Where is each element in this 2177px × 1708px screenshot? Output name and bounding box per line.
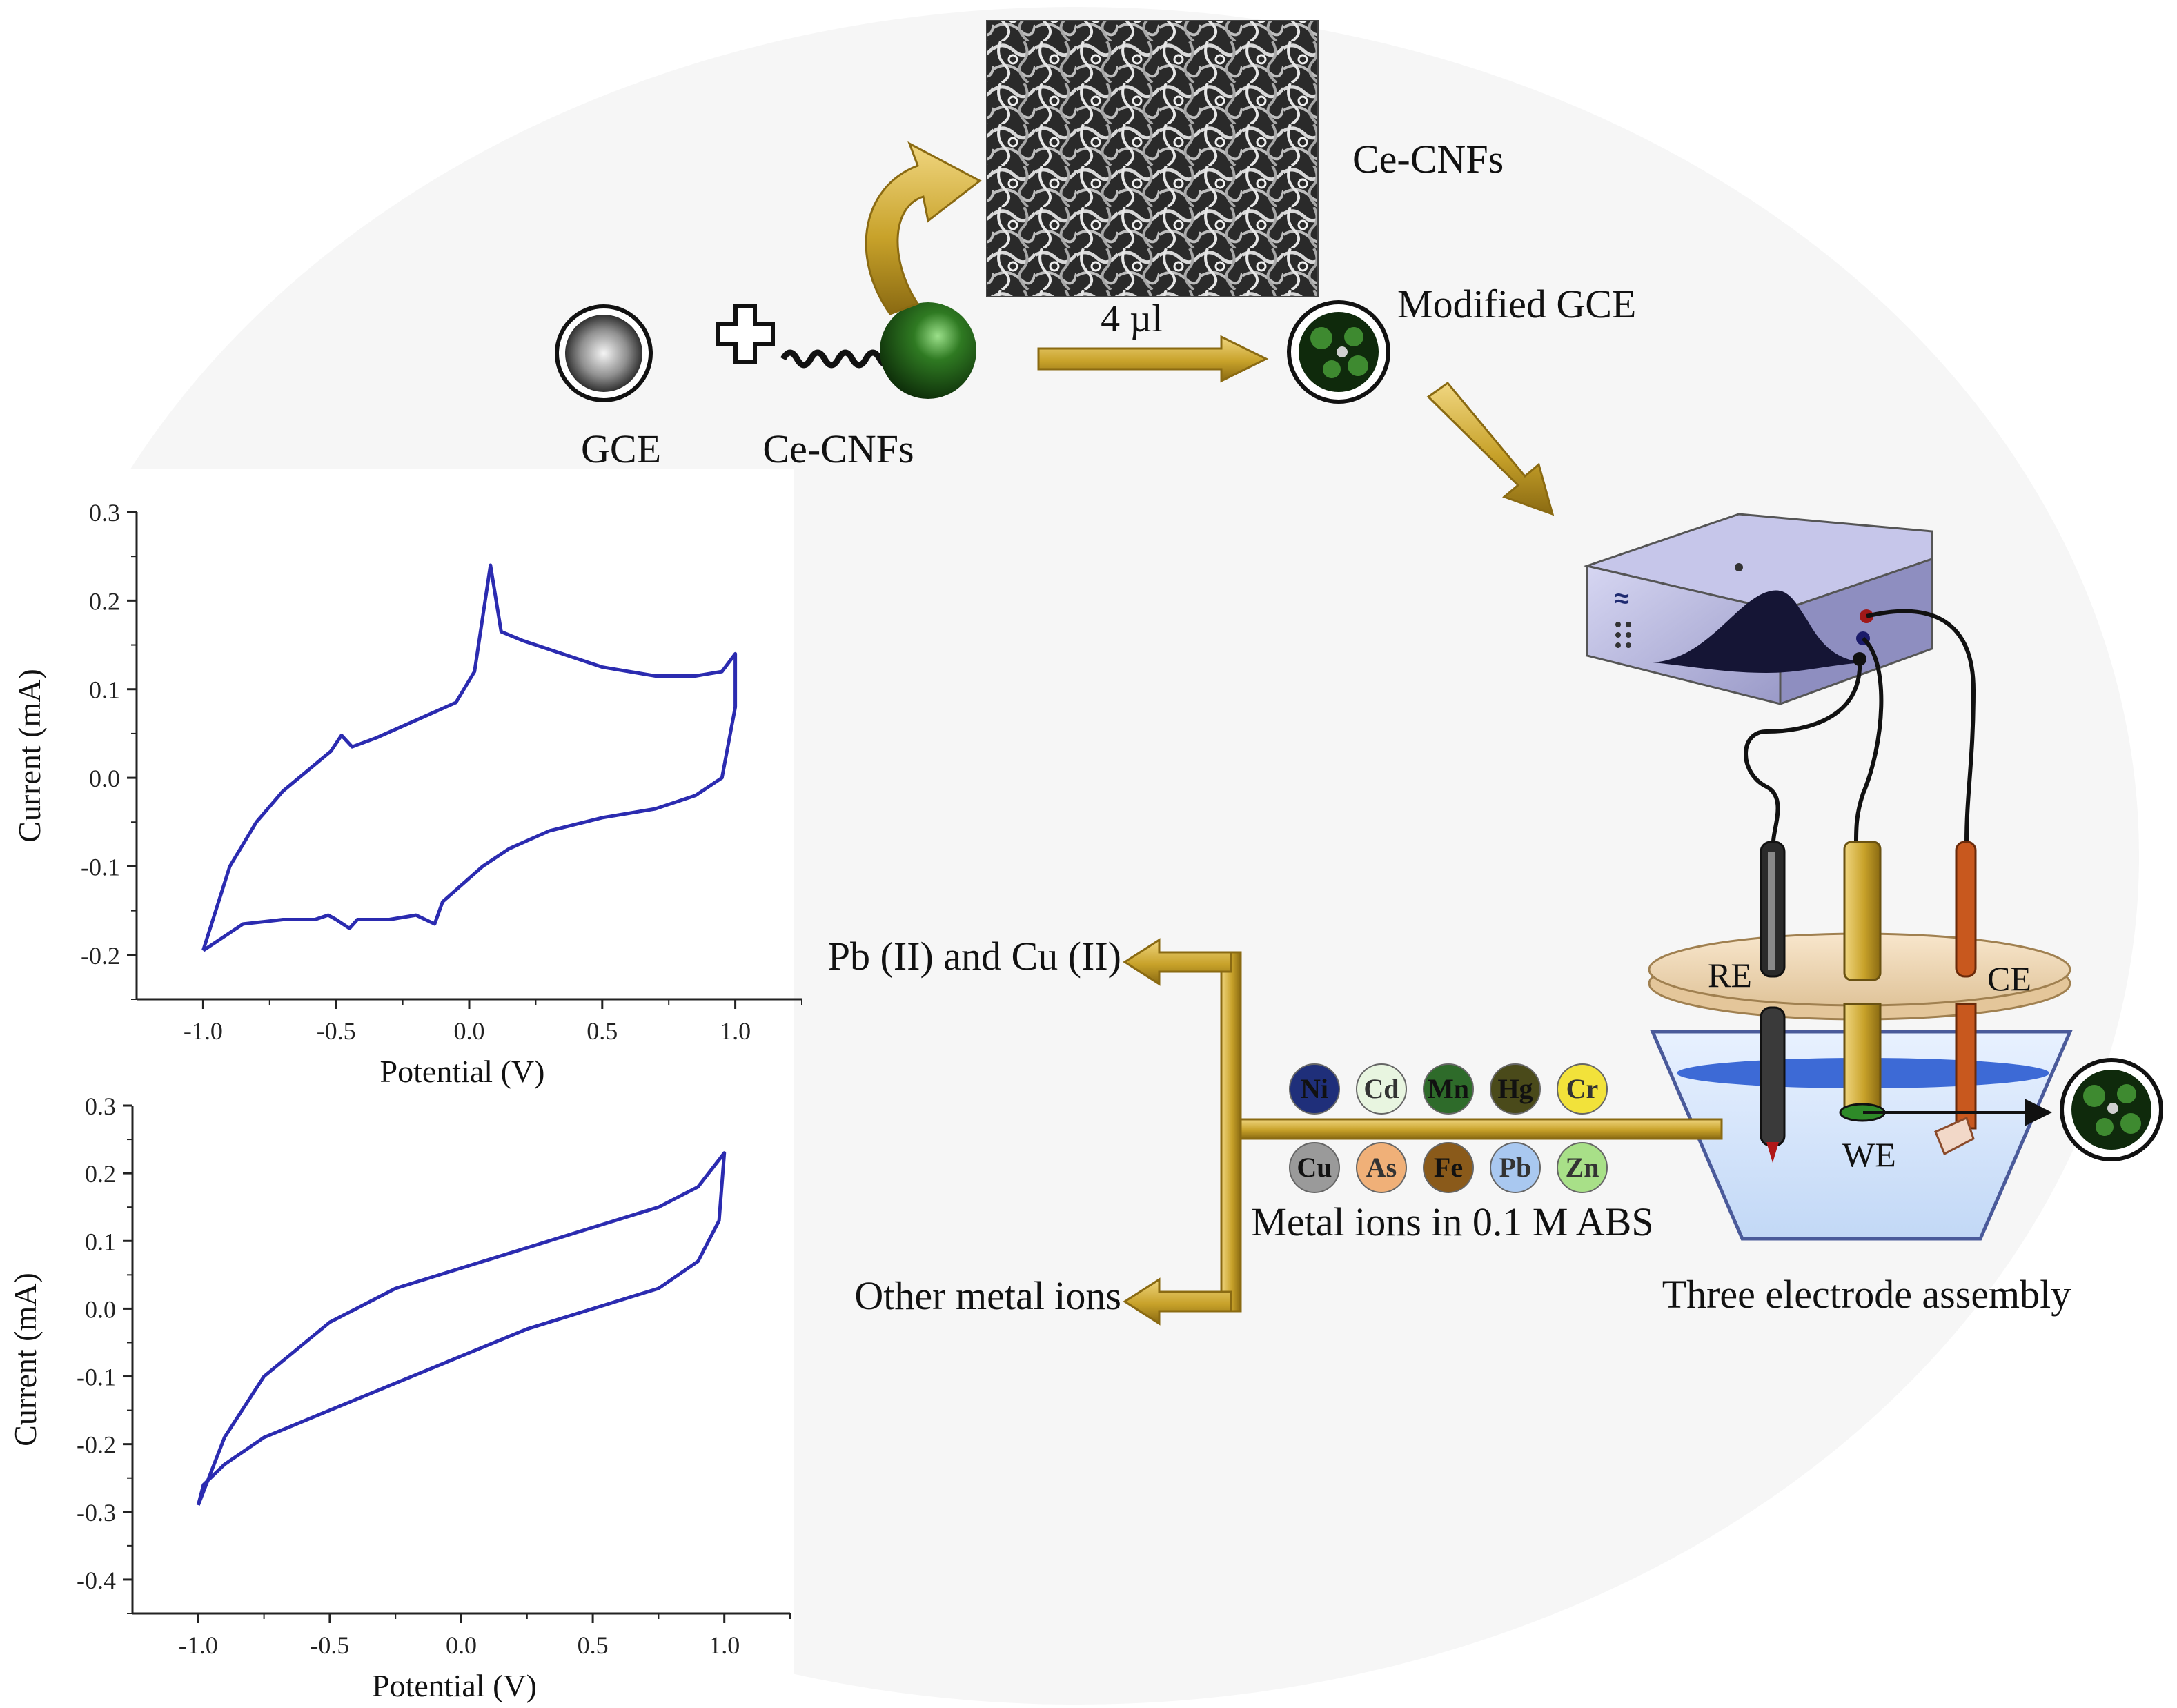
cv-curve [201,563,738,952]
y-tick-label: 0.2 [89,587,120,615]
three-electrode-label: Three electrode assembly [1662,1272,2071,1317]
ion-badge-zn [1557,1142,1608,1193]
x-axis-label: Potential (V) [372,1668,537,1703]
ion-badge-cu [1289,1142,1340,1193]
pb-cu-label: Pb (II) and Cu (II) [828,934,1121,979]
diagonal-arrow-icon [1426,381,1555,516]
y-axis-label: Current (mA) [8,1273,43,1446]
other-ions-label: Other metal ions [854,1273,1121,1318]
ion-symbol-fe: Fe [1434,1152,1463,1183]
curved-arrow-icon [865,141,982,315]
x-tick-label: -1.0 [179,1631,218,1659]
x-tick-label: 0.0 [454,1017,485,1045]
y-tick-label: -0.1 [81,853,120,881]
modified-electrode-zoom [2060,1058,2163,1161]
y-tick-label: -0.3 [77,1499,116,1527]
gce-label: GCE [581,426,661,471]
re-label: RE [1708,956,1752,994]
counter-electrode [1934,841,1977,1156]
ion-symbol-zn: Zn [1566,1152,1599,1183]
cv-chart-modified: 0.3 0.2 0.1 0.0 -0.1 -0.2 -1.0 -0.5 0.0 0.5 1.0Pot… [12,499,802,1089]
y-tick-label: 0.1 [85,1228,116,1255]
modified-gce-label: Modified GCE [1397,282,1636,326]
re-cable [1744,658,1862,843]
volume-label: 4 µl [1101,297,1163,340]
metal-ions-label: Metal ions in 0.1 M ABS [1251,1199,1653,1244]
working-electrode [1839,841,1886,1122]
reference-electrode [1760,841,1786,1163]
x-tick-label: -0.5 [310,1631,349,1659]
y-tick-label: 0.0 [89,765,120,792]
drop-cast-arrow-icon [1037,335,1269,383]
ion-badge-hg [1490,1063,1541,1115]
y-tick-label: 0.1 [89,676,120,704]
ce-cable [1866,609,1976,843]
ion-badge-fe [1423,1142,1474,1193]
ion-badge-pb [1490,1142,1541,1193]
ce-cnfs-sem-label: Ce-CNFs [1352,137,1504,181]
ion-symbol-mn: Mn [1428,1073,1469,1104]
gce-electrode [555,304,653,402]
we-cable [1854,636,1884,843]
ce-cnfs-label: Ce-CNFs [762,426,914,471]
cv-chart-other-ions: 0.3 0.2 0.1 0.0 -0.1 -0.2 -0.3 -0.4 -1.0 -0.5 0.0 0… [8,1092,791,1703]
x-tick-label: 0.5 [578,1631,609,1659]
x-tick-label: 1.0 [709,1631,740,1659]
plus-icon [716,304,775,364]
sem-image [986,20,1319,297]
potentiostat-instrument: ≈ [1583,513,1933,706]
x-tick-label: -1.0 [184,1017,223,1045]
we-label: WE [1842,1135,1896,1174]
ion-symbol-as: As [1366,1152,1397,1183]
y-tick-label: -0.1 [77,1364,116,1391]
y-tick-label: -0.2 [81,942,120,970]
x-tick-label: 1.0 [720,1017,751,1045]
y-tick-label: 0.3 [85,1092,116,1120]
x-tick-label: 0.5 [587,1017,618,1045]
ion-badge-as [1356,1142,1407,1193]
split-arrow [1123,938,1723,1326]
cv-curve [196,1151,727,1506]
y-tick-label: 0.0 [85,1295,116,1323]
ion-badge-cr [1557,1063,1608,1115]
y-axis-label: Current (mA) [12,669,47,843]
ion-symbol-hg: Hg [1497,1073,1533,1104]
x-axis-label: Potential (V) [380,1054,545,1089]
y-tick-label: -0.2 [77,1431,116,1459]
ion-badge-cd [1356,1063,1407,1115]
x-tick-label: -0.5 [317,1017,356,1045]
svg-text:≈: ≈ [1615,585,1629,613]
y-tick-label: -0.4 [77,1567,116,1594]
ion-symbol-cu: Cu [1297,1152,1332,1183]
ion-badge-ni [1289,1063,1340,1115]
ion-badge-mn [1423,1063,1474,1115]
x-tick-label: 0.0 [446,1631,477,1659]
ce-label: CE [1987,959,2031,998]
ion-symbol-pb: Pb [1499,1152,1532,1183]
y-tick-label: 0.3 [89,499,120,527]
ce-cnfs-sphere [880,302,976,399]
ion-symbol-cd: Cd [1363,1073,1399,1104]
modified-gce [1287,300,1390,404]
ion-symbol-cr: Cr [1566,1073,1599,1104]
y-tick-label: 0.2 [85,1160,116,1188]
ion-symbol-ni: Ni [1301,1073,1328,1104]
